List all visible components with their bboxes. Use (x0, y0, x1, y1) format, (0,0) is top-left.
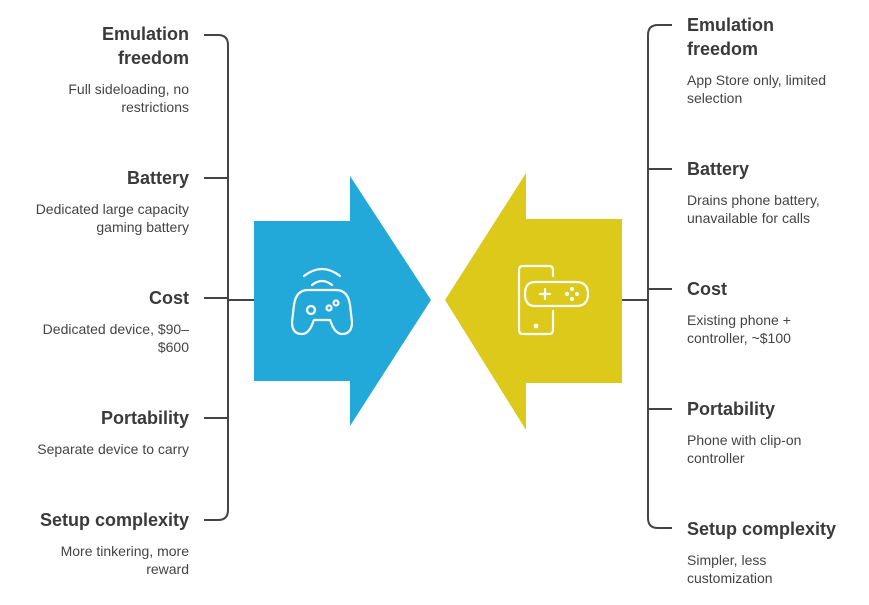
left-item-desc: Full sideloading, no restrictions (68, 81, 189, 115)
right-item-emulation: Emulation freedom App Store only, limite… (687, 13, 847, 107)
right-bracket (647, 24, 672, 529)
left-item-title: Portability (100, 408, 189, 428)
right-item-cost: Cost Existing phone + controller, ~$100 (687, 277, 817, 347)
left-item-desc: More tinkering, more reward (60, 543, 189, 577)
left-item-desc: Dedicated large capacity gaming battery (35, 201, 189, 235)
left-item-desc: Dedicated device, $90–$600 (42, 321, 189, 355)
right-item-desc: App Store only, limited selection (687, 72, 827, 106)
left-item-desc: Separate device to carry (37, 441, 189, 457)
phone-gamepad-icon (517, 264, 590, 336)
left-item-title: Setup complexity (39, 510, 189, 530)
right-item-desc: Phone with clip-on controller (687, 432, 802, 466)
right-item-setup: Setup complexity Simpler, less customiza… (687, 517, 836, 587)
wireless-gamepad-icon (290, 267, 354, 336)
left-arrow (254, 176, 431, 426)
left-item-emulation: Emulation freedom Full sideloading, no r… (39, 22, 189, 116)
right-item-title: Setup complexity (687, 519, 837, 539)
left-bracket (204, 34, 229, 521)
left-item-title: Cost (149, 288, 189, 308)
right-item-desc: Simpler, less customization (687, 552, 773, 586)
left-item-setup: Setup complexity More tinkering, more re… (39, 508, 189, 578)
right-arrow (445, 173, 622, 430)
left-item-cost: Cost Dedicated device, $90–$600 (24, 286, 189, 356)
right-item-desc: Existing phone + controller, ~$100 (687, 312, 791, 346)
right-item-title: Cost (687, 279, 727, 299)
left-item-title: Emulation freedom (101, 24, 189, 68)
right-item-title: Battery (687, 159, 750, 179)
left-item-portability: Portability Separate device to carry (37, 406, 189, 458)
right-item-battery: Battery Drains phone battery, unavailabl… (687, 157, 857, 227)
right-item-portability: Portability Phone with clip-on controlle… (687, 397, 822, 467)
right-item-desc: Drains phone battery, unavailable for ca… (687, 192, 820, 226)
left-item-battery: Battery Dedicated large capacity gaming … (9, 166, 189, 236)
right-item-title: Emulation freedom (687, 15, 775, 59)
left-item-title: Battery (126, 168, 189, 188)
right-item-title: Portability (687, 399, 776, 419)
